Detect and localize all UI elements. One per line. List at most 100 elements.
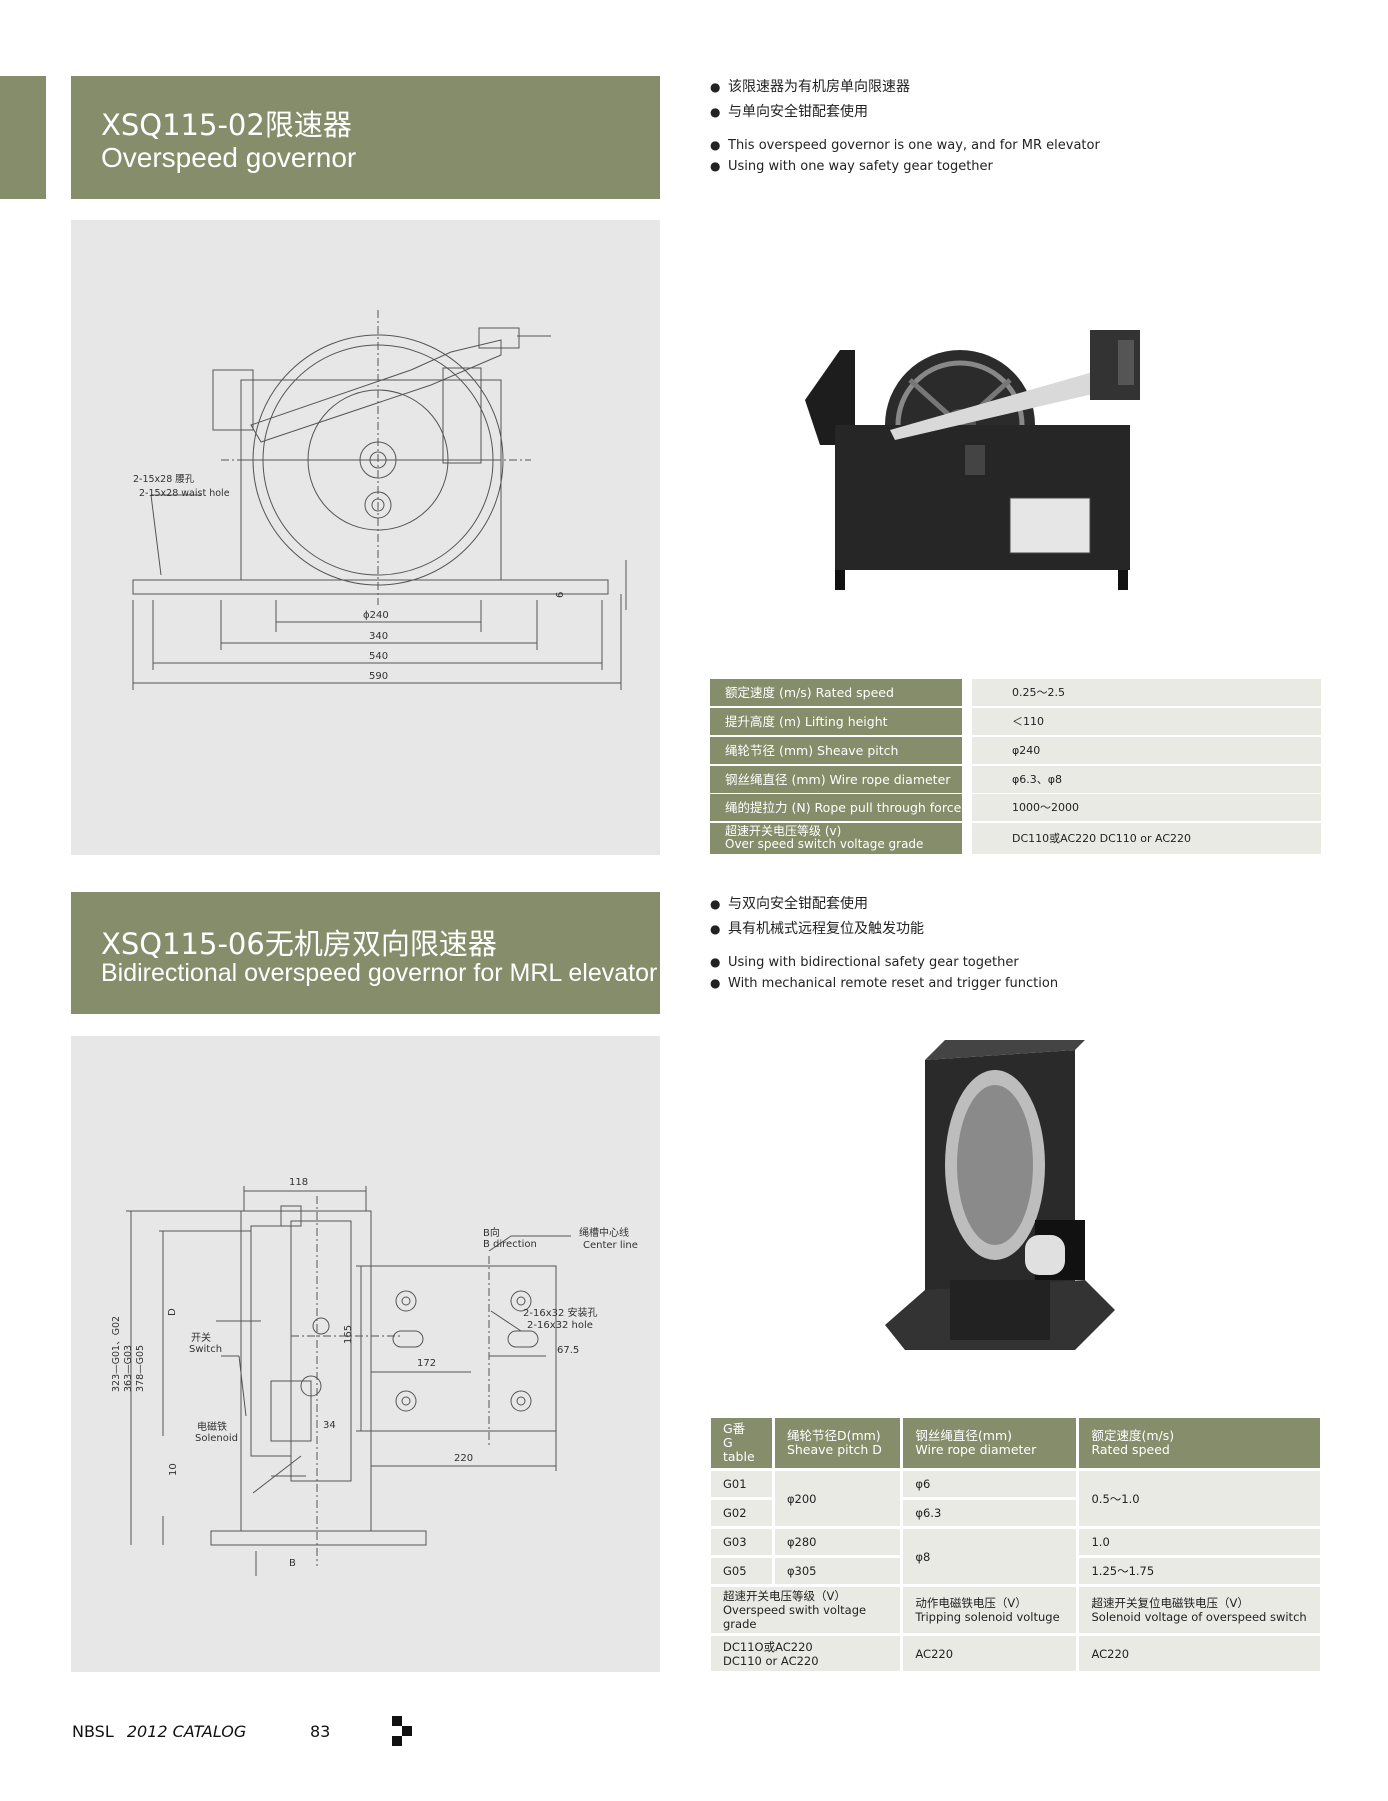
table-cell: AC220: [1076, 1633, 1323, 1674]
page-number: 83: [310, 1722, 331, 1741]
spec-value: ＜110: [972, 708, 1321, 735]
spec-label: 绳的提拉力 (N) Rope pull through force: [710, 794, 962, 821]
table-cell: G02: [708, 1497, 775, 1529]
dim-118: 118: [289, 1177, 308, 1188]
table-row: G02 φ6.3: [708, 1497, 1322, 1529]
dim-d: D: [167, 1308, 178, 1316]
section1-drawing-panel: 2-15x28 腰孔 2-15x28 waist hole ϕ240 340 5…: [71, 220, 660, 855]
section1-spec-table: 额定速度 (m/s) Rated speed 0.25～2.5 提升高度 (m)…: [710, 679, 1321, 856]
footer: NBSL 2012 CATALOG 83: [72, 1722, 472, 1746]
table-row: G03 φ280 φ8 1.0: [708, 1526, 1323, 1587]
footer-catalog: 2012 CATALOG: [126, 1722, 247, 1741]
section2-drawing-panel: 118 B向 B direction 绳槽中心线 Center line D 3…: [71, 1036, 660, 1672]
table-cell: φ6: [900, 1468, 1080, 1500]
logo-mark-icon: [392, 1716, 416, 1748]
dim-6: 6: [555, 592, 566, 598]
solenoid-label-en: Solenoid: [195, 1433, 238, 1444]
table-cell: φ200: [771, 1468, 904, 1529]
table-cell: φ305: [771, 1555, 904, 1587]
table-header-cell: 钢丝绳直径(mm)Wire rope diameter: [900, 1415, 1080, 1471]
spec-label: 额定速度 (m/s) Rated speed: [710, 679, 962, 706]
table-cell: φ6.3: [900, 1497, 1080, 1529]
table-header-cell: 额定速度(m/s)Rated speed: [1076, 1415, 1323, 1471]
table-cell: 1.0: [1076, 1526, 1323, 1558]
spec-row: 额定速度 (m/s) Rated speed 0.25～2.5: [710, 679, 1321, 706]
section2-header: XSQ115-06无机房双向限速器 Bidirectional overspee…: [71, 892, 660, 1014]
spec-value: 1000～2000: [972, 794, 1321, 821]
spec-row: 绳的提拉力 (N) Rope pull through force 1000～2…: [710, 794, 1321, 821]
dim-165: 165: [343, 1325, 354, 1344]
height-g01: 323—G01、G02: [111, 1316, 122, 1392]
governor-technical-drawing: 2-15x28 腰孔 2-15x28 waist hole ϕ240 340 5…: [132, 310, 627, 690]
table-cell: 超速开关复位电磁铁电压（V）Solenoid voltage of oversp…: [1076, 1584, 1323, 1636]
table-cell: G05: [708, 1555, 775, 1587]
bullet-item: 该限速器为有机房单向限速器: [710, 76, 910, 96]
spec-label: 提升高度 (m) Lifting height: [710, 708, 962, 735]
dim-340: 340: [369, 631, 388, 642]
hole-label-en: 2-15x28 waist hole: [139, 488, 230, 499]
table-cell: φ8: [900, 1526, 1080, 1587]
bullet-item: 具有机械式远程复位及触发功能: [710, 918, 924, 938]
b-mark: B: [289, 1558, 296, 1569]
table-row: G01 φ200 φ6 0.5～1.0: [708, 1468, 1323, 1529]
spec-label-en: Over speed switch voltage grade: [725, 837, 924, 851]
spec-label: 绳轮节径 (mm) Sheave pitch: [710, 737, 962, 764]
section2-bullets: 与双向安全钳配套使用 具有机械式远程复位及触发功能 Using with bid…: [710, 893, 1360, 1003]
spec-row: 提升高度 (m) Lifting height ＜110: [710, 708, 1321, 735]
bullet-item: Using with one way safety gear together: [710, 159, 993, 174]
section1-bullets: 该限速器为有机房单向限速器 与单向安全钳配套使用 This overspeed …: [710, 76, 1360, 186]
spec-label: 钢丝绳直径 (mm) Wire rope diameter: [710, 766, 962, 793]
bullet-item: With mechanical remote reset and trigger…: [710, 976, 1058, 991]
table-cell: G03: [708, 1526, 775, 1558]
table-cell: G01: [708, 1468, 775, 1500]
spec-value: 0.25～2.5: [972, 679, 1321, 706]
spec-value: φ240: [972, 737, 1321, 764]
section2-title-en: Bidirectional overspeed governor for MRL…: [101, 959, 658, 987]
mrl-governor-photo: [885, 1040, 1115, 1355]
dim-67-5: 67.5: [557, 1345, 579, 1356]
table-cell: 动作电磁铁电压（V）Tripping solenoid voltuge: [900, 1584, 1080, 1636]
height-g03: 363—G03: [123, 1345, 134, 1392]
bullet-item: Using with bidirectional safety gear tog…: [710, 955, 1019, 970]
hole-label-cn: 2-16x32 安装孔: [523, 1306, 598, 1319]
hole-label-cn: 2-15x28 腰孔: [133, 474, 195, 485]
dim-10: 10: [168, 1463, 179, 1476]
table-cell: AC220: [900, 1633, 1080, 1674]
spec-value: φ6.3、φ8: [972, 766, 1321, 793]
governor-photo: [800, 330, 1170, 595]
center-line-en: Center line: [583, 1240, 638, 1251]
bullet-item: This overspeed governor is one way, and …: [710, 138, 1100, 153]
spec-row: 绳轮节径 (mm) Sheave pitch φ240: [710, 737, 1321, 764]
footer-brand: NBSL: [72, 1722, 114, 1741]
table-cell: 0.5～1.0: [1076, 1468, 1323, 1529]
solenoid-label-cn: 电磁铁: [197, 1420, 227, 1433]
spec-row: 超速开关电压等级 (v) Over speed switch voltage g…: [710, 823, 1321, 854]
switch-label-en: Switch: [189, 1344, 222, 1355]
spec-label-cn: 超速开关电压等级 (v): [725, 824, 842, 838]
spec-row: 钢丝绳直径 (mm) Wire rope diameter φ6.3、φ8: [710, 766, 1321, 793]
dim-220: 220: [454, 1453, 473, 1464]
spec-value: DC110或AC220 DC110 or AC220: [972, 823, 1321, 854]
dim-540: 540: [369, 651, 388, 662]
section1-header: XSQ115-02限速器 Overspeed governor: [71, 76, 660, 199]
dim-590: 590: [369, 671, 388, 682]
table-row: 超速开关电压等级（V）Overspeed swith voltage grade…: [707, 1584, 1323, 1636]
table-cell: 超速开关电压等级（V）Overspeed swith voltage grade: [707, 1584, 904, 1636]
b-direction-en: B direction: [483, 1239, 537, 1250]
height-g05: 378—G05: [135, 1345, 146, 1392]
center-line-cn: 绳槽中心线: [579, 1226, 629, 1239]
hole-label-en: 2-16x32 hole: [527, 1320, 593, 1331]
b-direction-cn: B向: [483, 1226, 500, 1239]
side-tab: [0, 76, 46, 199]
dim-172: 172: [417, 1358, 436, 1369]
mrl-governor-technical-drawing: 118 B向 B direction 绳槽中心线 Center line D 3…: [111, 1177, 638, 1576]
bullet-item: 与双向安全钳配套使用: [710, 893, 868, 913]
table-cell: φ280: [771, 1526, 904, 1558]
table-cell: 1.25～1.75: [1076, 1555, 1323, 1587]
bullet-item: 与单向安全钳配套使用: [710, 101, 868, 121]
section1-title-cn: XSQ115-02限速器: [101, 108, 352, 142]
